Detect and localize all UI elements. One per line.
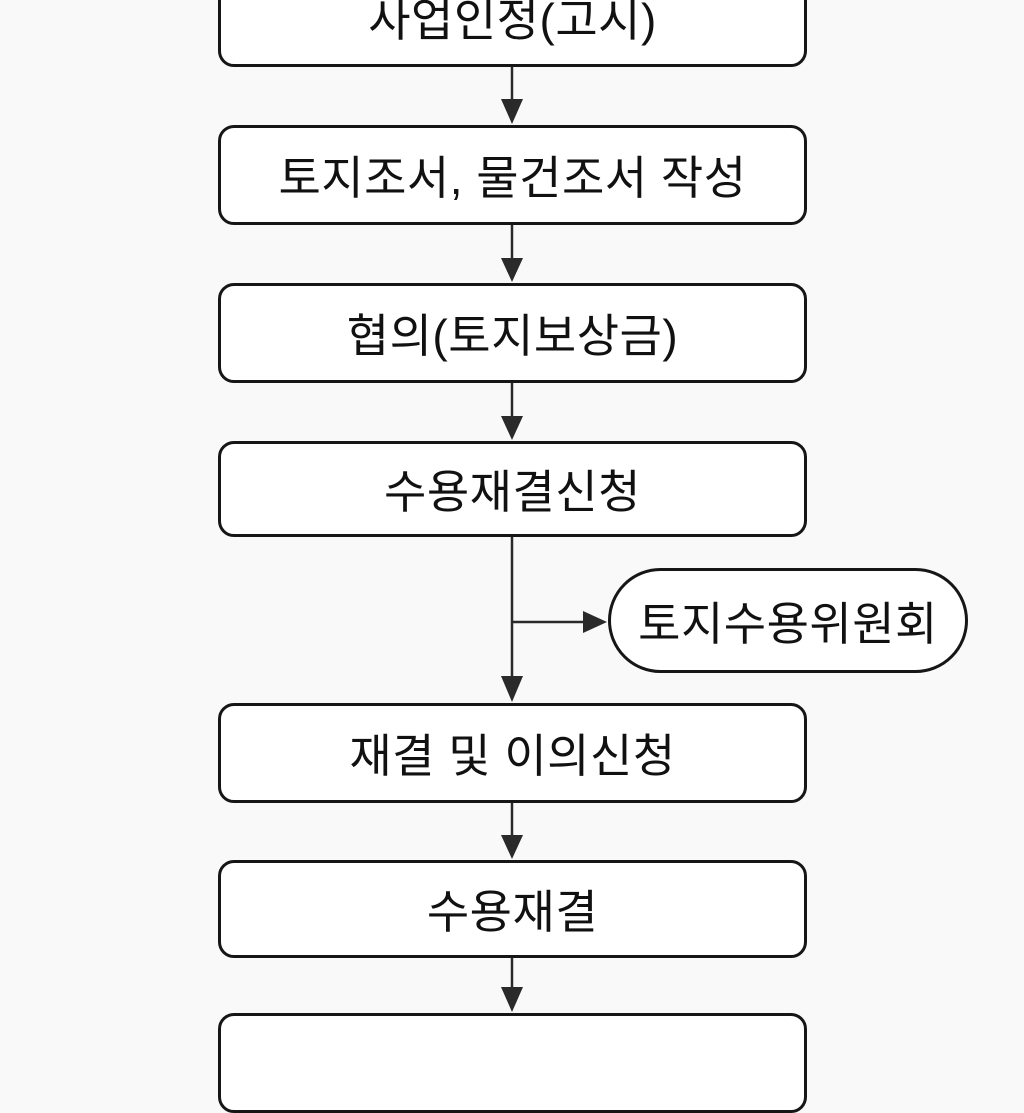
flow-node-step-2: 토지조서, 물건조서 작성 bbox=[218, 125, 807, 225]
flow-node-label: 수용재결 bbox=[426, 886, 599, 938]
flow-node-label: 사업인정(고시) bbox=[368, 0, 657, 46]
flowchart-connectors bbox=[501, 67, 607, 1012]
arrow-down-connector bbox=[501, 225, 523, 282]
flow-node-label: 수용재결신청 bbox=[384, 466, 641, 518]
arrow-down-icon bbox=[501, 676, 523, 702]
arrow-down-connector bbox=[501, 67, 523, 124]
arrow-down-icon bbox=[501, 987, 523, 1012]
arrow-down-icon bbox=[501, 258, 523, 282]
arrow-down-icon bbox=[501, 416, 523, 440]
arrow-down-icon bbox=[501, 835, 523, 859]
flow-node-label: 재결 및 이의신청 bbox=[349, 730, 676, 782]
flow-node-step-5: 재결 및 이의신청 bbox=[218, 703, 807, 803]
arrow-down-connector bbox=[501, 958, 523, 1012]
arrow-right-icon bbox=[583, 611, 607, 633]
flowchart-canvas: 사업인정(고시) 토지조서, 물건조서 작성 협의(토지보상금) 수용재결신청 … bbox=[218, 0, 968, 1113]
flow-node-step-3: 협의(토지보상금) bbox=[218, 283, 807, 383]
flow-node-label: 토지조서, 물건조서 작성 bbox=[278, 152, 747, 204]
arrow-down-connector bbox=[501, 803, 523, 859]
arrow-right-connector bbox=[512, 611, 607, 633]
flow-node-step-7 bbox=[218, 1013, 807, 1113]
arrow-down-icon bbox=[501, 99, 523, 124]
flow-node-committee: 토지수용위원회 bbox=[608, 568, 968, 673]
flow-node-step-1: 사업인정(고시) bbox=[218, 0, 807, 67]
flow-node-step-4: 수용재결신청 bbox=[218, 441, 807, 537]
arrow-down-connector bbox=[501, 383, 523, 440]
flow-node-label: 협의(토지보상금) bbox=[346, 310, 679, 362]
flow-node-step-6: 수용재결 bbox=[218, 860, 807, 958]
flow-node-label: 토지수용위원회 bbox=[638, 597, 938, 650]
arrow-down-connector bbox=[501, 537, 523, 702]
